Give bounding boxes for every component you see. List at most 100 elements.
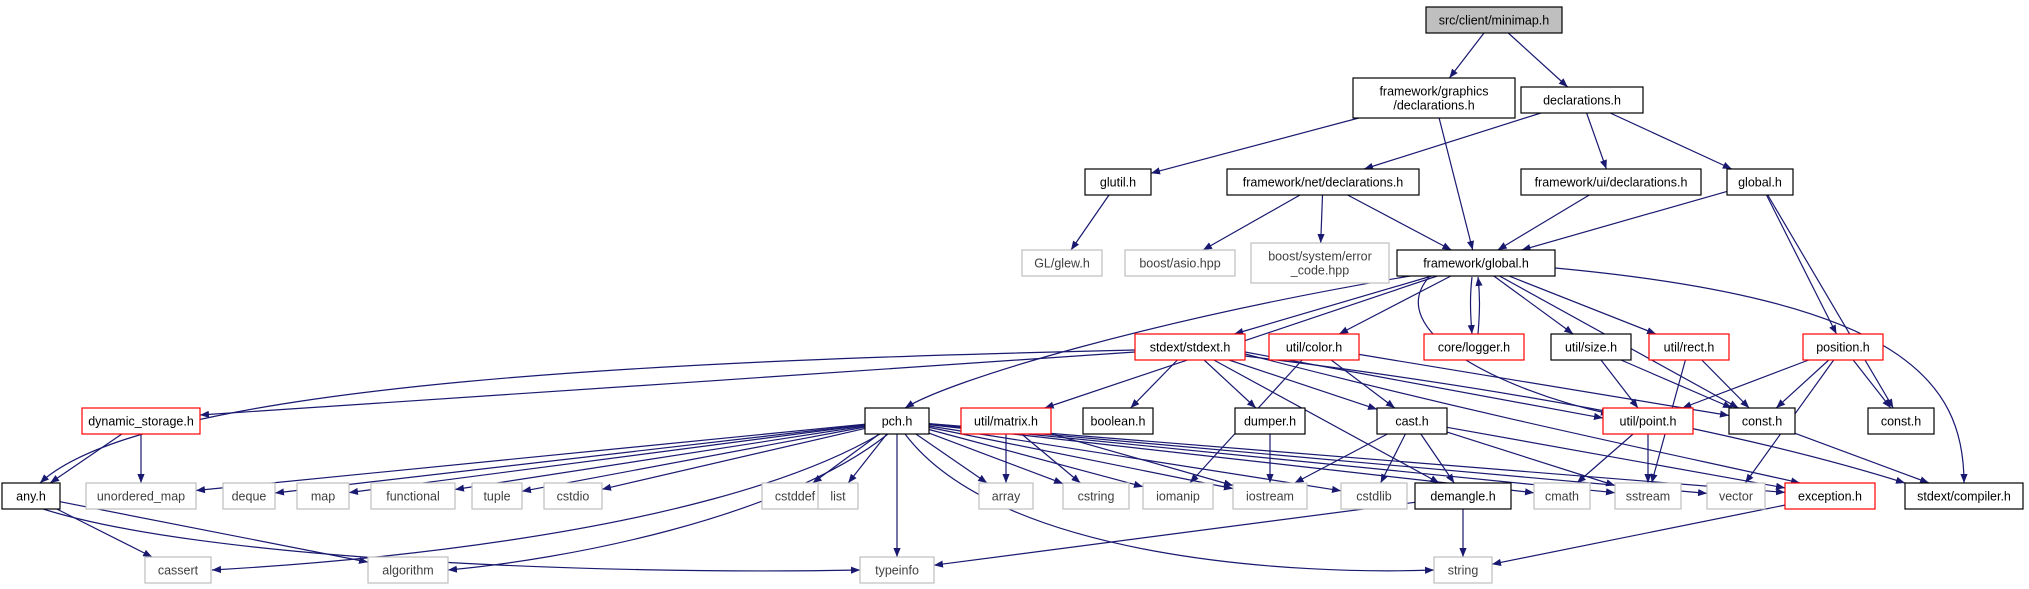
node-box [960,407,1052,435]
node-any[interactable]: any.h [1,482,61,510]
node-label: GL/glew.h [1034,257,1090,271]
node-stdext[interactable]: stdext/stdext.h [1134,333,1246,361]
node-label: position.h [1816,341,1870,355]
edge-util_rect-to-const1 [1701,359,1750,409]
edge-util_size-to-util_point [1600,359,1639,409]
node-unordered-map: unordered_map [85,482,197,510]
node-label: dumper.h [1244,415,1296,429]
node-map: map [296,482,350,510]
node-label: iostream [1246,490,1294,504]
node-box [1867,407,1935,435]
node-box [144,556,212,584]
node-box [1520,168,1702,196]
edge-stdext-to-cast [1228,359,1378,410]
edge-position-to-const1 [1775,359,1830,409]
node-util-matrix[interactable]: util/matrix.h [960,407,1052,435]
node-demangle[interactable]: demangle.h [1414,482,1512,510]
edge-declarations-to-fw_ui_decl [1586,112,1607,170]
edge-stdext-to-dynamic_storage [199,351,1136,418]
node-box [1706,482,1766,510]
node-label: core/logger.h [1438,341,1510,355]
node-util-point[interactable]: util/point.h [1602,407,1694,435]
node-box [1520,86,1644,114]
node-box [1340,482,1408,510]
node-dumper[interactable]: dumper.h [1234,407,1306,435]
node-util-rect[interactable]: util/rect.h [1648,333,1730,361]
node-box [222,482,276,510]
node-label: framework/net/declarations.h [1243,176,1404,190]
node-fw-graphics-decl[interactable]: framework/graphics/declarations.h [1352,77,1516,119]
node-box [81,407,201,435]
edge-fw_ui_decl-to-fw_global [1497,194,1590,251]
node-label: _code.hpp [1290,264,1349,278]
node-box [1602,407,1694,435]
edge-stdext-to-util_point [1244,351,1604,420]
node-box [1142,482,1214,510]
node-label: any.h [16,490,46,504]
node-string: string [1433,556,1493,584]
node-const1[interactable]: const.h [1728,407,1796,435]
node-boolean[interactable]: boolean.h [1082,407,1154,435]
node-cast[interactable]: cast.h [1376,407,1448,435]
edge-util_point-to-cmath [1576,433,1634,484]
edge-cast-to-cstdlib [1380,433,1406,484]
node-exception[interactable]: exception.h [1784,482,1876,510]
node-box [1423,333,1525,361]
node-box [864,407,930,435]
edge-pch-to-functional [454,425,866,492]
edge-fw_global-to-util_color [1338,275,1452,335]
node-label: cstring [1078,490,1115,504]
node-dynamic-storage[interactable]: dynamic_storage.h [81,407,201,435]
edge-declarations-to-fw_net_decl [1363,112,1542,170]
node-fw-ui-decl[interactable]: framework/ui/declarations.h [1520,168,1702,196]
node-stdext-compiler[interactable]: stdext/compiler.h [1904,482,2024,510]
edge-pch-to-cmath [928,424,1535,496]
node-pch[interactable]: pch.h [864,407,930,435]
edge-cast-to-sstream [1446,431,1616,487]
node-box [1,482,61,510]
node-declarations[interactable]: declarations.h [1520,86,1644,114]
edge-pch-to-iostream [928,426,1234,491]
node-label: util/matrix.h [974,415,1038,429]
edge-pch-to-array [915,433,988,484]
node-cstdlib: cstdlib [1340,482,1408,510]
node-label: dynamic_storage.h [88,415,194,429]
node-minimap[interactable]: src/client/minimap.h [1425,6,1563,34]
node-box [1904,482,2024,510]
node-deque: deque [222,482,276,510]
edge-global-to-const2 [1767,194,1894,409]
node-label: cstdlib [1356,490,1391,504]
edge-util_color-to-cast [1330,359,1396,409]
node-box [1550,333,1632,361]
node-position[interactable]: position.h [1802,333,1884,361]
node-label: list [830,490,846,504]
edge-stdext-to-any [39,349,1136,484]
node-fw-net-decl[interactable]: framework/net/declarations.h [1226,168,1420,196]
node-label: global.h [1738,176,1782,190]
node-fw-global[interactable]: framework/global.h [1396,249,1556,277]
node-label: cassert [158,564,199,578]
edge-pch-to-cstddef [812,433,880,484]
node-glutil[interactable]: glutil.h [1084,168,1152,196]
edge-pch-to-deque [274,424,866,496]
node-label: framework/global.h [1423,257,1529,271]
edge-util_matrix-to-iostream [1050,433,1234,487]
node-label: /declarations.h [1393,99,1474,113]
node-box [370,482,456,510]
node-label: stdext/stdext.h [1150,341,1231,355]
edge-dynamic_storage-to-any [49,433,123,484]
node-box [85,482,197,510]
node-label: const.h [1881,415,1921,429]
node-label: demangle.h [1430,490,1495,504]
node-util-size[interactable]: util/size.h [1550,333,1632,361]
node-list: list [817,482,859,510]
node-core-logger[interactable]: core/logger.h [1423,333,1525,361]
node-const2[interactable]: const.h [1867,407,1935,435]
node-functional: functional [370,482,456,510]
edge-global-to-position [1765,194,1838,335]
node-util-color[interactable]: util/color.h [1268,333,1360,361]
node-box [1062,482,1130,510]
node-global[interactable]: global.h [1726,168,1794,196]
node-box [1268,333,1360,361]
